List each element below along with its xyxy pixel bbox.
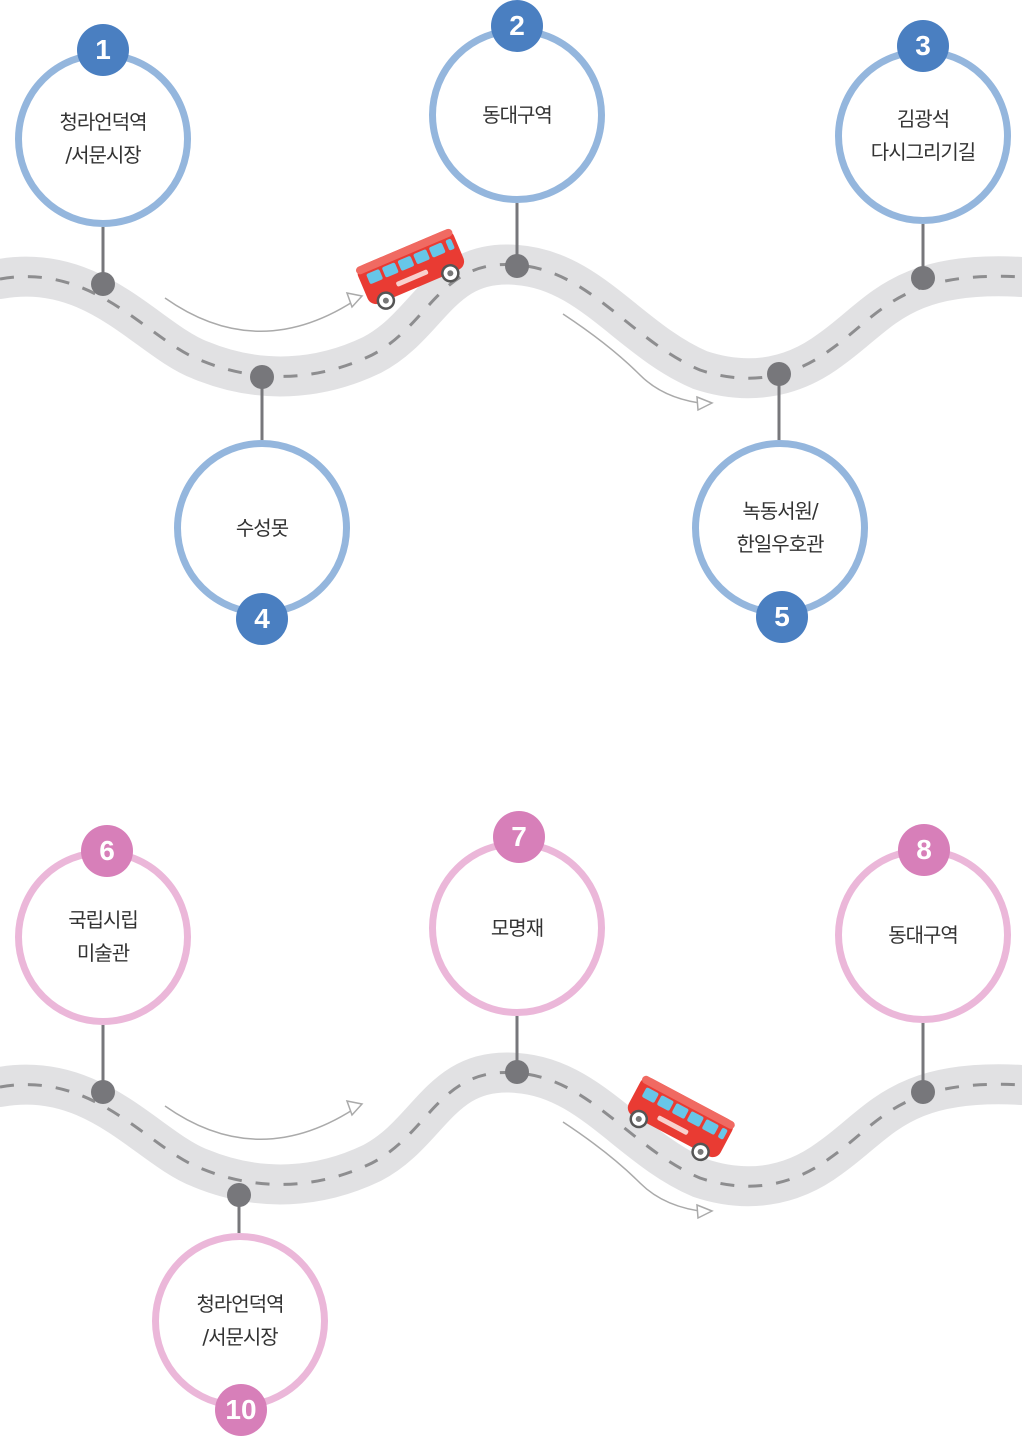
stop-name: 모명재	[436, 847, 598, 1009]
arrow-head-icon	[345, 1100, 364, 1117]
bus-hub	[635, 1115, 642, 1122]
bus-window	[702, 1119, 719, 1135]
stop-name-line: /서문시장	[65, 143, 141, 167]
bus-window	[687, 1111, 704, 1127]
stop-name-line: 모명재	[490, 915, 544, 940]
stop-name-line: 동대구역	[482, 102, 553, 127]
bus-window	[382, 262, 399, 278]
bus-icon	[627, 1075, 735, 1162]
direction-arrow-icon	[164, 1104, 361, 1140]
stop-name: 동대구역	[436, 34, 598, 196]
bus-roof	[642, 1075, 735, 1129]
stop-10: 청라언덕역/서문시장	[152, 1233, 328, 1409]
stop-name: 동대구역	[842, 854, 1004, 1016]
stop-name-line: 미술관	[76, 941, 130, 965]
stop-dot	[91, 272, 115, 296]
bus-stripe	[657, 1115, 689, 1135]
bus-window	[657, 1095, 674, 1111]
stop-dot	[911, 266, 935, 290]
direction-arrow-icon	[562, 313, 709, 405]
road-center-dash	[0, 1071, 1022, 1188]
stop-number-badge: 10	[215, 1384, 267, 1436]
stop-7: 모명재	[429, 840, 605, 1016]
stop-dot	[505, 1060, 529, 1084]
road-surface	[0, 1052, 1022, 1207]
bus-stripe	[396, 269, 429, 287]
bus-hub	[447, 270, 454, 277]
bus-hub	[382, 297, 389, 304]
bus-hub	[697, 1148, 704, 1155]
road-2	[0, 1052, 1022, 1220]
arrow-head-icon	[696, 1203, 714, 1220]
stop-number-badge: 3	[897, 20, 949, 72]
stop-number-badge: 8	[898, 824, 950, 876]
bus-window	[429, 242, 446, 258]
stop-name-line: 국립시립	[68, 908, 139, 932]
stop-number-badge: 2	[491, 0, 543, 52]
stop-dot	[505, 254, 529, 278]
stop-dot	[91, 1080, 115, 1104]
stop-name-line: 청라언덕역	[59, 110, 148, 134]
stop-5: 녹동서원/한일우호관	[692, 440, 868, 616]
arrow-head-icon	[696, 395, 714, 412]
stop-dot	[227, 1183, 251, 1207]
stop-number-badge: 4	[236, 593, 288, 645]
bus-roof	[356, 228, 453, 275]
bus-front-window	[445, 238, 455, 251]
bus-window	[413, 249, 430, 264]
stop-name: 청라언덕역/서문시장	[22, 58, 184, 220]
bus-icon	[356, 228, 465, 310]
stop-number-badge: 6	[81, 825, 133, 877]
stop-1: 청라언덕역/서문시장	[15, 51, 191, 227]
road-surface	[0, 244, 1022, 399]
stop-dot	[911, 1080, 935, 1104]
stop-name-line: 청라언덕역	[196, 1292, 285, 1316]
stop-name-line: 동대구역	[888, 922, 959, 947]
bus-window	[642, 1087, 659, 1103]
stop-name: 청라언덕역/서문시장	[159, 1240, 321, 1402]
road-1	[0, 244, 1022, 412]
bus-front-window	[718, 1128, 728, 1140]
stop-name: 수성못	[181, 447, 343, 609]
stop-dot	[250, 365, 274, 389]
stop-name-line: 녹동서원/	[742, 499, 818, 523]
stop-dot	[767, 362, 791, 386]
road-center-dash	[0, 263, 1022, 380]
bus-window	[397, 256, 414, 271]
stop-4: 수성못	[174, 440, 350, 616]
stop-number-badge: 5	[756, 591, 808, 643]
stop-name-line: 한일우호관	[736, 532, 825, 556]
bus-window	[672, 1103, 689, 1119]
stop-number-badge: 7	[493, 811, 545, 863]
stop-name: 녹동서원/한일우호관	[699, 447, 861, 609]
stop-name-line: 수성못	[235, 515, 289, 540]
arrow-head-icon	[345, 292, 364, 309]
stop-name-line: 다시그리기길	[870, 140, 976, 164]
stop-2: 동대구역	[429, 27, 605, 203]
stop-number-badge: 1	[77, 24, 129, 76]
stop-name-line: 김광석	[896, 107, 950, 131]
direction-arrow-icon	[562, 1121, 709, 1213]
stop-name-line: /서문시장	[202, 1325, 278, 1349]
bus-window	[366, 269, 383, 284]
direction-arrow-icon	[164, 296, 361, 332]
